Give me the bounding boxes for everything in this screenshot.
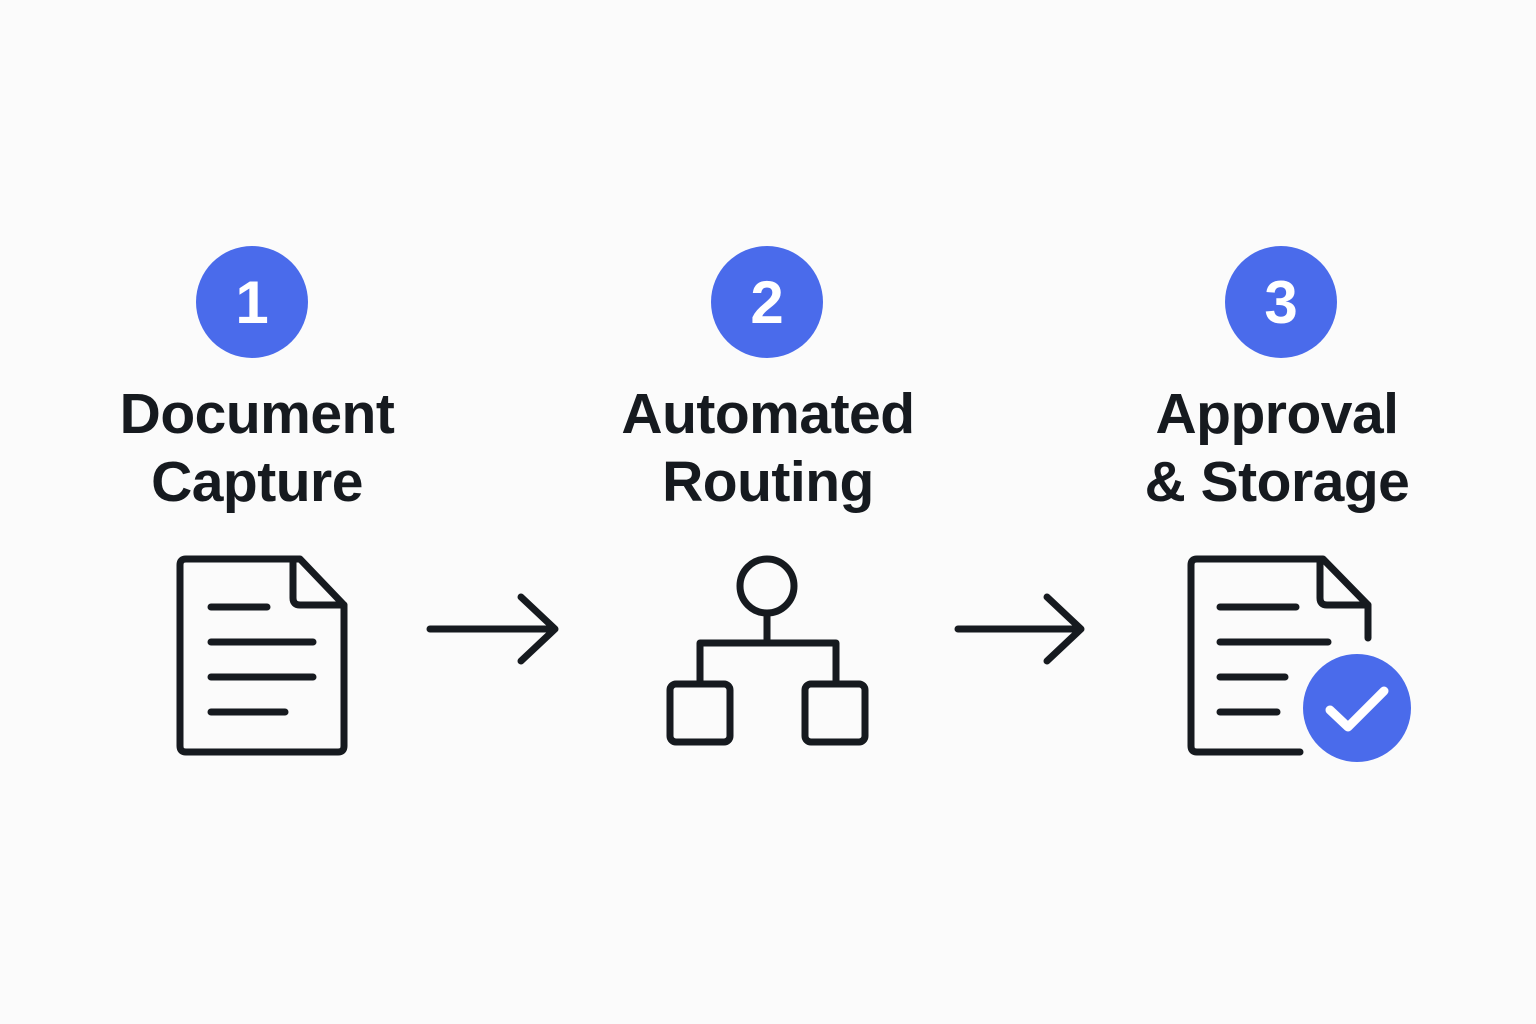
- step-number: 2: [750, 268, 784, 336]
- hierarchy-icon: [666, 555, 869, 746]
- title-line: & Storage: [1144, 450, 1410, 514]
- step-1-number-badge: 1: [196, 246, 308, 358]
- step-3-title: Approval & Storage: [1067, 380, 1487, 516]
- title-line: Capture: [151, 450, 363, 514]
- title-line: Routing: [662, 450, 874, 514]
- check-badge: [1303, 654, 1411, 762]
- arrow-right-icon: [426, 593, 559, 665]
- title-line: Approval: [1155, 382, 1399, 446]
- checkmark-icon: [1325, 686, 1389, 732]
- step-number: 1: [235, 268, 269, 336]
- step-2-number-badge: 2: [711, 246, 823, 358]
- document-check-icon: [1187, 555, 1411, 762]
- step-number: 3: [1264, 268, 1298, 336]
- document-icon: [176, 555, 348, 756]
- title-line: Document: [119, 382, 395, 446]
- step-1-title: Document Capture: [47, 380, 467, 516]
- title-line: Automated: [621, 382, 915, 446]
- step-3-number-badge: 3: [1225, 246, 1337, 358]
- step-2-title: Automated Routing: [558, 380, 978, 516]
- arrow-right-icon: [954, 593, 1085, 665]
